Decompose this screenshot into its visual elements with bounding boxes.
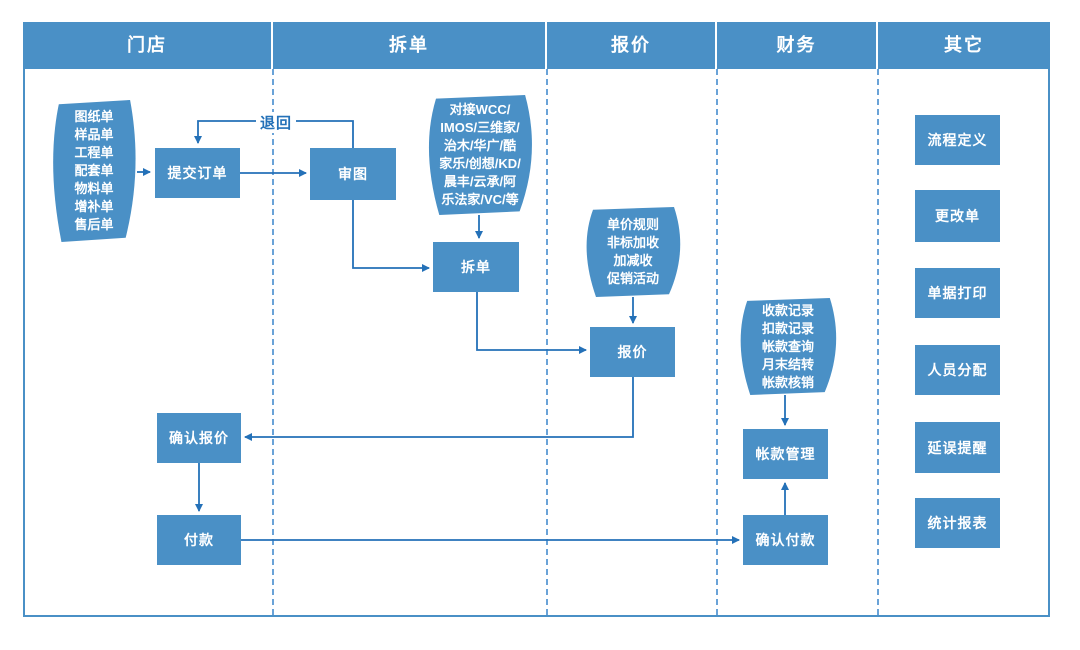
node-submit-order: 提交订单 xyxy=(155,148,240,198)
node-split-order: 拆单 xyxy=(433,242,519,292)
doc-line: 治木/华广/酷 xyxy=(443,138,517,153)
doc-line: 月末结转 xyxy=(761,356,814,372)
pricing-document: 单价规则 非标加收 加减收 促销活动 xyxy=(583,207,683,297)
side-box-staff-assignment: 人员分配 xyxy=(915,345,1000,395)
wave-document-shape xyxy=(740,298,837,395)
side-box-document-printing: 单据打印 xyxy=(915,268,1000,318)
node-confirm-quote: 确认报价 xyxy=(157,413,241,463)
doc-line: 加减收 xyxy=(613,253,653,268)
finance-document: 收款记录 扣款记录 帐款查询 月末结转 帐款核销 xyxy=(737,298,839,395)
doc-line: IMOS/三维家/ xyxy=(440,120,520,135)
side-box-change-order: 更改单 xyxy=(915,190,1000,242)
side-box-delay-reminder: 延误提醒 xyxy=(915,422,1000,473)
lane-header-finance: 财务 xyxy=(717,22,878,69)
lane-header-store: 门店 xyxy=(23,22,273,69)
doc-line: 工程单 xyxy=(74,145,114,160)
side-box-process-definition: 流程定义 xyxy=(915,115,1000,165)
doc-line: 物料单 xyxy=(74,181,114,196)
integration-document: 对接WCC/ IMOS/三维家/ 治木/华广/酷 家乐/创想/KD/ 晨丰/云承… xyxy=(425,95,535,215)
doc-line: 帐款核销 xyxy=(761,374,814,390)
lane-divider-3 xyxy=(716,69,718,615)
lane-header-row: 门店 拆单 报价 财务 其它 xyxy=(23,22,1050,69)
node-confirm-payment: 确认付款 xyxy=(743,515,828,565)
wave-document-shape xyxy=(428,95,532,215)
lane-header-quote: 报价 xyxy=(547,22,717,69)
lane-divider-4 xyxy=(877,69,879,615)
lane-divider-2 xyxy=(546,69,548,615)
lane-divider-1 xyxy=(272,69,274,615)
doc-line: 非标加收 xyxy=(606,235,659,250)
doc-line: 帐款查询 xyxy=(761,338,814,354)
wave-document-shape xyxy=(586,207,681,297)
doc-line: 促销活动 xyxy=(606,271,659,286)
doc-line: 扣款记录 xyxy=(761,320,814,336)
node-quote: 报价 xyxy=(590,327,675,377)
lane-header-split: 拆单 xyxy=(273,22,547,69)
orders-document: 图纸单 样品单 工程单 配套单 物料单 增补单 售后单 xyxy=(50,100,138,242)
doc-line: 配套单 xyxy=(74,163,114,178)
doc-line: 图纸单 xyxy=(74,109,114,124)
doc-line: 样品单 xyxy=(74,127,114,142)
doc-line: 晨丰/云承/阿 xyxy=(443,174,517,189)
node-account-mgmt: 帐款管理 xyxy=(743,429,828,479)
node-review-drawing: 审图 xyxy=(310,148,396,200)
doc-line: 乐法家/VC/等 xyxy=(441,192,519,207)
doc-line: 对接WCC/ xyxy=(449,102,511,117)
lane-header-other: 其它 xyxy=(878,22,1050,69)
doc-line: 售后单 xyxy=(74,217,114,232)
doc-line: 增补单 xyxy=(74,199,114,214)
wave-document-shape xyxy=(53,100,136,242)
doc-line: 家乐/创想/KD/ xyxy=(439,156,521,171)
side-box-statistics-report: 统计报表 xyxy=(915,498,1000,548)
doc-line: 单价规则 xyxy=(606,217,659,232)
node-pay: 付款 xyxy=(157,515,241,565)
doc-line: 收款记录 xyxy=(761,302,814,318)
return-label: 退回 xyxy=(256,112,297,133)
